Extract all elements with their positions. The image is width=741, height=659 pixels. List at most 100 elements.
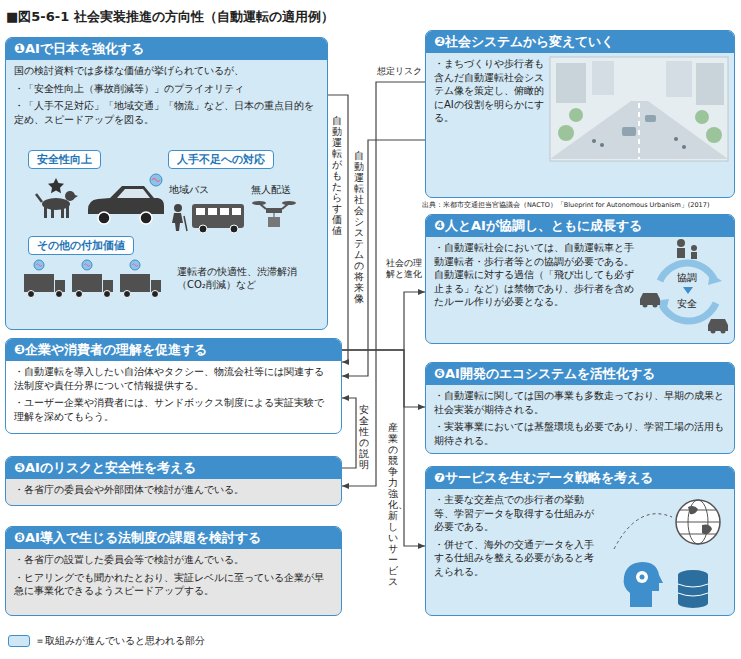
tag-text: 安全性向上 <box>37 152 92 167</box>
truck-icon <box>24 274 54 292</box>
flow-arrow <box>342 398 356 468</box>
people-icon <box>691 245 697 251</box>
street-photo <box>556 63 586 103</box>
data-illustration <box>640 575 645 580</box>
panel-text: ・まちづくりや歩行者も含んだ自動運転社会システム像を策定し、俯瞰的にAIの役割を… <box>426 57 554 125</box>
panel-text: ・主要な交差点での歩行者の挙動等、学習データを取得する仕組みが必要である。 <box>426 493 607 534</box>
drone-icon <box>260 204 288 209</box>
panel-heading: ❽AI導入で生じる法制度の課題を検討する <box>6 527 341 549</box>
value-illustration <box>48 178 64 193</box>
data-illustration <box>678 584 708 596</box>
drone-icon <box>274 213 275 217</box>
street-photo <box>558 125 574 141</box>
street-photo <box>426 31 734 197</box>
panel-text: ・各省庁の設置した委員会等で検討が進んでいる。 <box>6 553 341 567</box>
panel-heading: ❷社会システムから変えていく <box>426 31 734 53</box>
arrow-label: 産業の競争力強化、新しいサービス <box>388 422 398 587</box>
panel-text: ・各省庁の委員会や外部団体で検討が進んでいる。 <box>6 483 341 497</box>
arrow-label: 自動運転社会システムの将来像 <box>354 150 364 304</box>
panel-text: 国の検討資料では多様な価値が挙げられているが、 <box>6 64 327 78</box>
bus-icon <box>232 208 241 215</box>
value-tag: その他の付加価値 <box>28 236 134 255</box>
drone-icon <box>266 208 282 213</box>
panel-text: ・「安全性向上（事故削減等）」のプライオリティ <box>6 82 327 96</box>
truck-icon <box>124 291 131 298</box>
cooperation-cycle <box>708 273 722 285</box>
ai-icon <box>152 179 160 182</box>
panel-box: ❻AI開発のエコシステムを活性化する・自動運転に関しては国の事業も多数走っており… <box>425 362 735 454</box>
ai-icon <box>36 264 42 267</box>
ai-icon <box>84 264 90 267</box>
panel-box: ❺AIのリスクと安全性を考える・各省庁の委員会や外部団体で検討が進んでいる。 <box>5 456 342 506</box>
panel-heading: ❶AIで日本を強化する <box>6 38 327 60</box>
street-photo <box>645 115 656 122</box>
car-icon <box>708 319 728 334</box>
car-icon <box>711 329 716 334</box>
people-icon <box>677 239 697 259</box>
database-icon <box>678 570 708 580</box>
illustration-label: 無人配送 <box>251 183 291 196</box>
drone-icon <box>282 201 296 205</box>
data-illustration <box>676 500 720 544</box>
tag-text: その他の付加価値 <box>37 238 125 253</box>
data-illustration <box>676 510 720 534</box>
legend-row: ＝取組みが進んでいると思われる部分 <box>8 634 205 648</box>
panel-box: ❷社会システムから変えていく・まちづくりや歩行者も含んだ自動運転社会システム像を… <box>425 30 735 198</box>
truck-icon <box>76 291 83 298</box>
bus-icon <box>208 208 217 215</box>
car-icon <box>708 319 728 331</box>
panel-text: ・自動運転社会においては、自動運転車と手動運転者・歩行者等との協調が必要である。… <box>426 241 642 309</box>
panel-heading: ❻AI開発のエコシステムを活性化する <box>426 363 734 385</box>
ai-icon <box>130 260 140 270</box>
illustration-label: 運転者の快適性、渋滞解消（CO₂削減）など <box>177 265 322 291</box>
arrow-label: 想定リスク <box>377 66 424 77</box>
street-photo <box>696 63 724 105</box>
bus-icon <box>230 225 238 233</box>
drone-icon <box>252 201 296 227</box>
truck-icon <box>24 274 161 298</box>
panel-heading: ❹人とAIが協調し、ともに成長する <box>426 215 734 237</box>
flow-arrow <box>342 82 425 486</box>
database-icon <box>678 570 708 608</box>
data-illustration <box>636 571 648 583</box>
ai-icon <box>34 260 44 270</box>
figure-title: ■図5-6-1 社会実装推進の方向性（自動運転の適用例） <box>6 8 334 26</box>
value-tag: 人手不足への対応 <box>168 150 274 169</box>
street-photo <box>592 61 614 95</box>
panel-text: ・ヒアリングでも聞かれたとおり、実証レベルに至っている企業が早急に事業化できるよ… <box>6 571 341 598</box>
car-icon <box>653 303 658 308</box>
panel-heading: ❼サービスを生むデータ戦略を考える <box>426 467 734 489</box>
data-illustration <box>688 506 712 534</box>
drone-icon <box>252 201 266 205</box>
street-photo <box>695 110 709 124</box>
bus-icon <box>192 204 244 228</box>
legend-text: ＝取組みが進んでいると思われる部分 <box>35 635 205 646</box>
ai-icon <box>34 260 44 270</box>
ai-icon <box>130 260 140 270</box>
street-photo <box>674 137 678 141</box>
flow-arrow <box>342 350 425 407</box>
truck-icon <box>72 274 102 292</box>
panel-heading: ❸企業や消費者の理解を促進する <box>6 339 341 361</box>
car-icon <box>640 293 660 305</box>
bus-icon <box>192 204 244 233</box>
truck-icon <box>120 274 150 292</box>
ai-icon <box>150 174 162 186</box>
truck-icon <box>104 291 111 298</box>
street-photo <box>600 143 604 147</box>
bus-icon <box>220 208 229 215</box>
illustration-label: 安全 <box>677 297 697 310</box>
ai-icon <box>150 174 162 186</box>
truck-icon <box>28 291 35 298</box>
people-icon <box>677 248 685 258</box>
elder-icon <box>172 213 183 231</box>
dog-icon <box>36 194 42 202</box>
street-photo <box>592 139 596 143</box>
flow-arrow <box>328 95 348 362</box>
panel-box: ❶AIで日本を強化する国の検討資料では多様な価値が挙げられているが、・「安全性向… <box>5 37 328 330</box>
data-illustration <box>624 562 663 607</box>
ai-icon <box>132 264 138 267</box>
street-photo <box>569 108 583 122</box>
elder-icon <box>174 204 182 212</box>
legend-swatch <box>8 635 30 647</box>
